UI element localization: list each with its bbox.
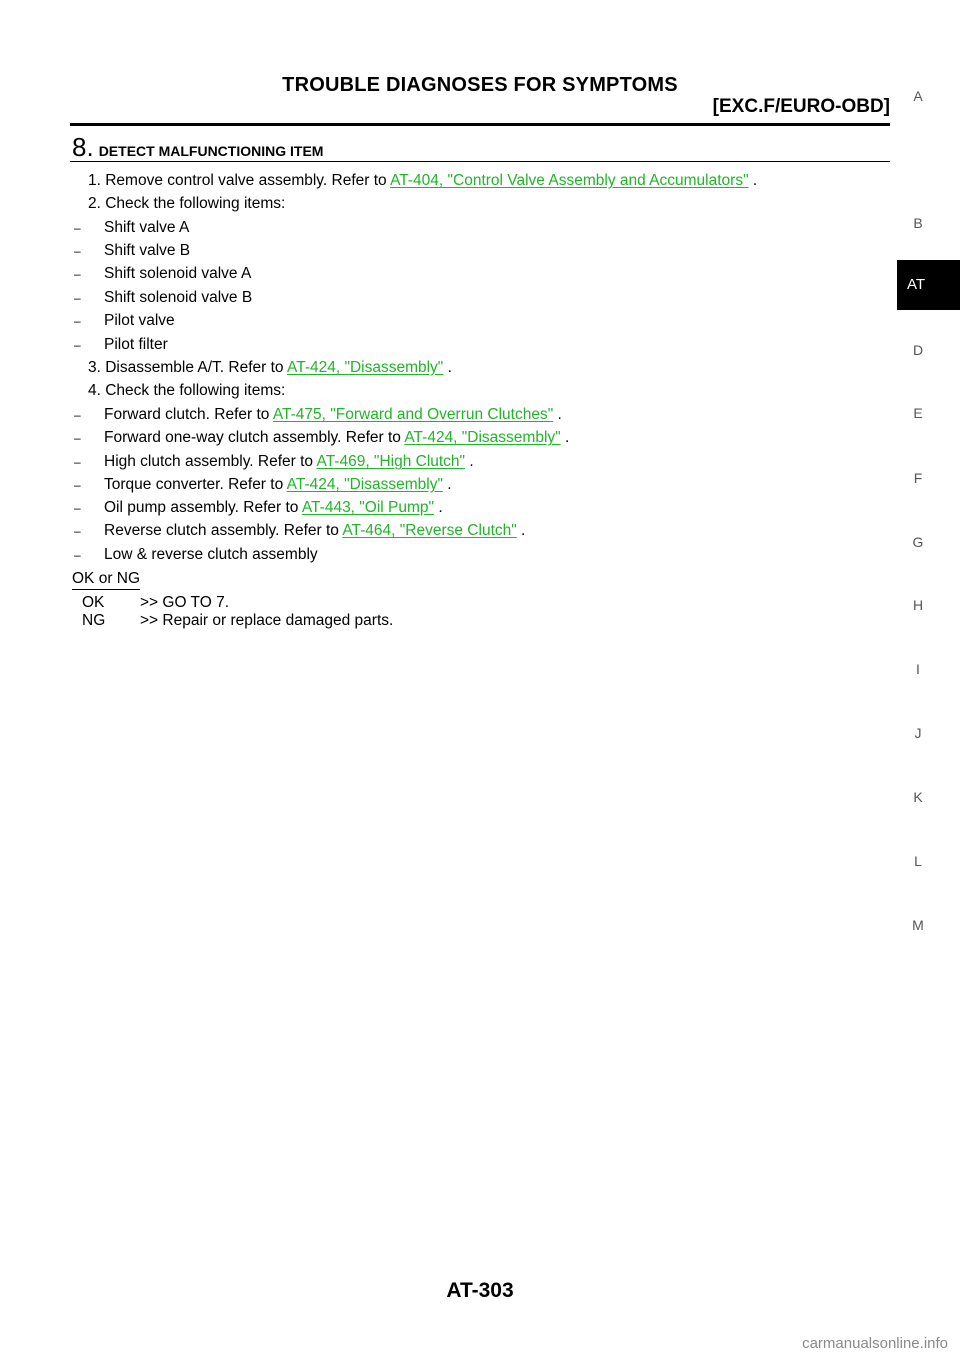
result-ok-row: OK >> GO TO 7. (82, 594, 229, 612)
check-item: High clutch assembly. Refer to AT-469, "… (104, 453, 474, 471)
result-key: OK (82, 594, 105, 611)
bullet-dash: – (74, 548, 81, 562)
check-item-text: . (442, 476, 452, 493)
check-item-text: Reverse clutch assembly. Refer to (104, 522, 343, 539)
check-item: Low & reverse clutch assembly (104, 546, 318, 563)
reference-link[interactable]: AT-404, "Control Valve Assembly and Accu… (390, 172, 749, 189)
result-key: NG (82, 612, 106, 629)
side-index-tab-h[interactable]: H (912, 597, 924, 613)
bullet-dash: – (74, 338, 81, 352)
reference-link[interactable]: AT-424, "Disassembly" (404, 429, 561, 446)
check-item: Torque converter. Refer to AT-424, "Disa… (104, 476, 452, 494)
check-item: Forward clutch. Refer to AT-475, "Forwar… (104, 406, 562, 424)
instruction-4: 4. Check the following items: (88, 382, 286, 399)
page-subtitle: [EXC.F/EURO-OBD] (712, 96, 890, 117)
side-index-tab-e[interactable]: E (913, 405, 923, 421)
step-heading: 8. DETECT MALFUNCTIONING ITEM (72, 132, 323, 163)
bullet-dash: – (74, 267, 81, 281)
instruction-text: . (748, 172, 758, 189)
instruction-3: 3. Disassemble A/T. Refer to AT-424, "Di… (88, 359, 452, 377)
result-action: >> GO TO 7. (140, 594, 230, 611)
check-item-text: Forward clutch. Refer to (104, 406, 273, 423)
result-ng-row: NG >> Repair or replace damaged parts. (82, 612, 393, 630)
bullet-dash: – (74, 314, 81, 328)
check-item-text: Oil pump assembly. Refer to (104, 499, 302, 516)
check-item: Shift solenoid valve B (104, 289, 253, 306)
side-index-tab-m[interactable]: M (912, 917, 924, 933)
reference-link[interactable]: AT-469, "High Clutch" (316, 453, 466, 470)
check-item-text: Forward one-way clutch assembly. Refer t… (104, 429, 405, 446)
instruction-text: 1. Remove control valve assembly. Refer … (88, 172, 391, 189)
bullet-dash: – (74, 291, 81, 305)
side-index-tab-i[interactable]: I (916, 661, 920, 677)
result-action: >> Repair or replace damaged parts. (140, 612, 394, 629)
check-item-text: . (516, 522, 526, 539)
check-item: Pilot filter (104, 336, 168, 353)
check-item: Forward one-way clutch assembly. Refer t… (104, 429, 569, 447)
bullet-dash: – (74, 524, 81, 538)
step-number: 8. (72, 132, 94, 162)
check-item-text: . (553, 406, 562, 423)
watermark: carmanualsonline.info (802, 1335, 948, 1352)
side-index-tab-k[interactable]: K (913, 789, 923, 805)
instruction-1: 1. Remove control valve assembly. Refer … (88, 172, 757, 190)
check-item: Pilot valve (104, 312, 175, 329)
check-item: Shift valve A (104, 219, 190, 236)
check-item: Oil pump assembly. Refer to AT-443, "Oil… (104, 499, 443, 517)
reference-link[interactable]: AT-464, "Reverse Clutch" (342, 522, 517, 539)
check-item-text: . (465, 453, 474, 470)
result-heading: OK or NG (72, 570, 141, 590)
step-divider (70, 161, 890, 162)
instruction-2: 2. Check the following items: (88, 195, 286, 212)
check-item-text: . (434, 499, 443, 516)
page-section-title: TROUBLE DIAGNOSES FOR SYMPTOMS (282, 74, 678, 96)
side-index-tab-l[interactable]: L (914, 853, 922, 869)
bullet-dash: – (74, 478, 81, 492)
side-index-tab-a[interactable]: A (913, 88, 923, 104)
reference-link[interactable]: AT-475, "Forward and Overrun Clutches" (272, 406, 554, 423)
page-number: AT-303 (446, 1279, 514, 1302)
bullet-dash: – (74, 455, 81, 469)
check-item: Shift valve B (104, 242, 191, 259)
bullet-dash: – (74, 501, 81, 515)
reference-link[interactable]: AT-443, "Oil Pump" (301, 499, 435, 516)
check-item-text: . (560, 429, 570, 446)
check-item: Shift solenoid valve A (104, 265, 252, 282)
instruction-text: 3. Disassemble A/T. Refer to (88, 359, 288, 376)
side-index-tab-d[interactable]: D (912, 342, 924, 358)
header-divider (70, 123, 890, 126)
step-title: DETECT MALFUNCTIONING ITEM (98, 143, 324, 159)
side-index-tab-g[interactable]: G (912, 534, 924, 550)
side-index-tab-j[interactable]: J (914, 725, 922, 741)
instruction-text: . (443, 359, 452, 376)
side-index-tab-b[interactable]: B (913, 215, 923, 231)
bullet-dash: – (74, 408, 81, 422)
reference-link[interactable]: AT-424, "Disassembly" (286, 476, 443, 493)
bullet-dash: – (74, 431, 81, 445)
check-item-text: Torque converter. Refer to (104, 476, 287, 493)
check-item-text: High clutch assembly. Refer to (104, 453, 317, 470)
bullet-dash: – (74, 221, 81, 235)
bullet-dash: – (74, 244, 81, 258)
side-index-tab-at[interactable]: AT (897, 260, 960, 310)
check-item: Reverse clutch assembly. Refer to AT-464… (104, 522, 525, 540)
reference-link[interactable]: AT-424, "Disassembly" (287, 359, 444, 376)
side-index-tab-f[interactable]: F (913, 470, 923, 486)
